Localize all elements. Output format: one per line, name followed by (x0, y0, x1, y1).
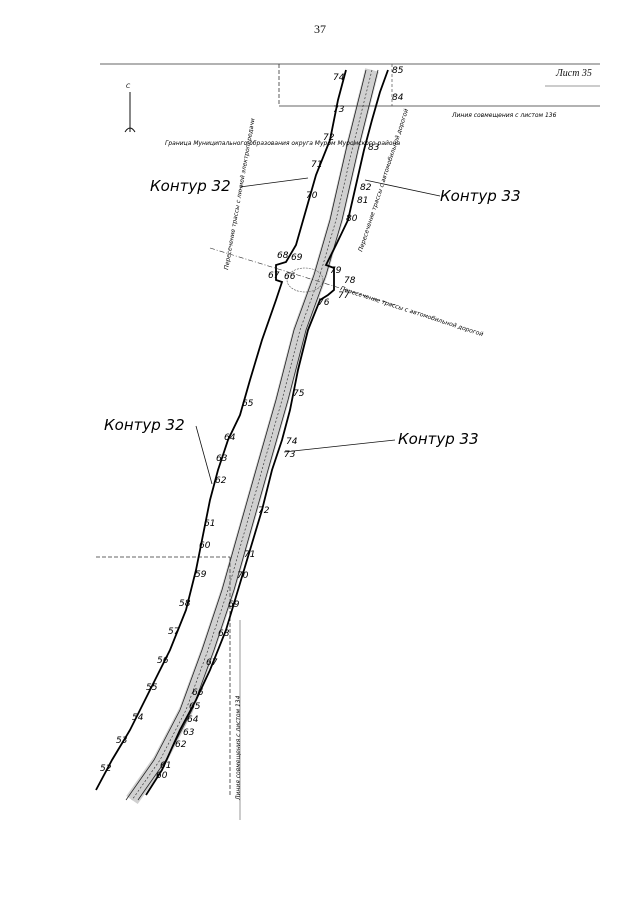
point-label: 71 (311, 160, 322, 170)
match-line-bottom-label: Линия совмещения с листом 134 (235, 695, 242, 801)
page-number: 37 (314, 22, 326, 36)
point-label: 64 (187, 715, 199, 725)
point-label: 61 (160, 761, 171, 771)
point-label: 53 (116, 736, 128, 746)
point-label: 62 (215, 476, 227, 486)
point-label: 84 (392, 93, 404, 103)
point-label: 55 (146, 683, 158, 693)
point-label: 63 (216, 454, 228, 464)
point-label: 81 (357, 196, 368, 206)
point-label: 79 (330, 266, 342, 276)
point-label: 74 (333, 73, 345, 83)
pipeline-line-left (125, 69, 367, 801)
crossing-zone (286, 267, 324, 293)
contour-label-upper-left: Контур 32 (150, 177, 231, 195)
point-label: 83 (368, 143, 380, 153)
point-label: 63 (183, 728, 195, 738)
point-label: 67 (268, 271, 280, 281)
point-label: 80 (346, 214, 358, 224)
contour-32-boundary (95, 69, 347, 791)
point-label: 60 (199, 541, 211, 551)
point-label: 82 (360, 183, 372, 193)
pipeline-band (126, 68, 379, 805)
point-label: 73 (333, 105, 345, 115)
point-label: 66 (192, 688, 204, 698)
point-label: 56 (157, 656, 169, 666)
point-label: 58 (179, 599, 191, 609)
contour-label-upper-right: Контур 33 (440, 187, 521, 205)
point-label: 72 (258, 506, 270, 516)
point-label: 65 (189, 702, 201, 712)
sheet-label: Лист 35 (556, 68, 592, 79)
pipeline-line-right (137, 69, 379, 801)
match-line-top-label: Линия совмещения с листом 136 (451, 112, 557, 119)
point-label: 64 (224, 433, 236, 443)
point-label: 65 (242, 399, 254, 409)
point-label: 68 (277, 251, 289, 261)
point-label: 78 (344, 276, 356, 286)
contour-label-lower-left: Контур 32 (104, 416, 185, 434)
point-label: 60 (156, 771, 168, 781)
point-label: 71 (244, 550, 255, 560)
point-label: 75 (293, 389, 305, 399)
point-label: 52 (100, 764, 112, 774)
point-label: 68 (218, 629, 230, 639)
point-label: 57 (168, 627, 180, 637)
point-label: 76 (318, 298, 330, 308)
leader-upper-left (239, 177, 309, 188)
contour-label-lower-right: Контур 33 (398, 430, 479, 448)
boundary-note: Граница Муниципального образования округ… (165, 140, 400, 147)
point-label: 72 (323, 133, 335, 143)
north-label: С (126, 83, 131, 90)
point-label: 59 (195, 570, 207, 580)
point-label: 74 (286, 437, 298, 447)
contour-33-boundary (145, 69, 389, 796)
point-label: 66 (284, 272, 296, 282)
point-label: 69 (228, 600, 240, 610)
point-label: 67 (206, 658, 218, 668)
point-label: 85 (392, 66, 404, 76)
crossing-line (209, 247, 396, 306)
north-arrow-icon (124, 92, 136, 133)
point-label: 70 (237, 571, 249, 581)
leader-lower-left (195, 425, 213, 485)
leader-lower-right (283, 439, 396, 453)
point-label: 77 (338, 291, 350, 301)
point-label: 69 (291, 253, 303, 263)
point-label: 73 (284, 450, 296, 460)
point-label: 62 (175, 740, 187, 750)
point-label: 70 (306, 191, 318, 201)
point-label: 54 (132, 713, 144, 723)
leader-upper-right (364, 179, 441, 197)
crossing-note-right: Пересечение трассы с автомобильной дорог… (339, 285, 484, 338)
point-label: 61 (204, 519, 215, 529)
